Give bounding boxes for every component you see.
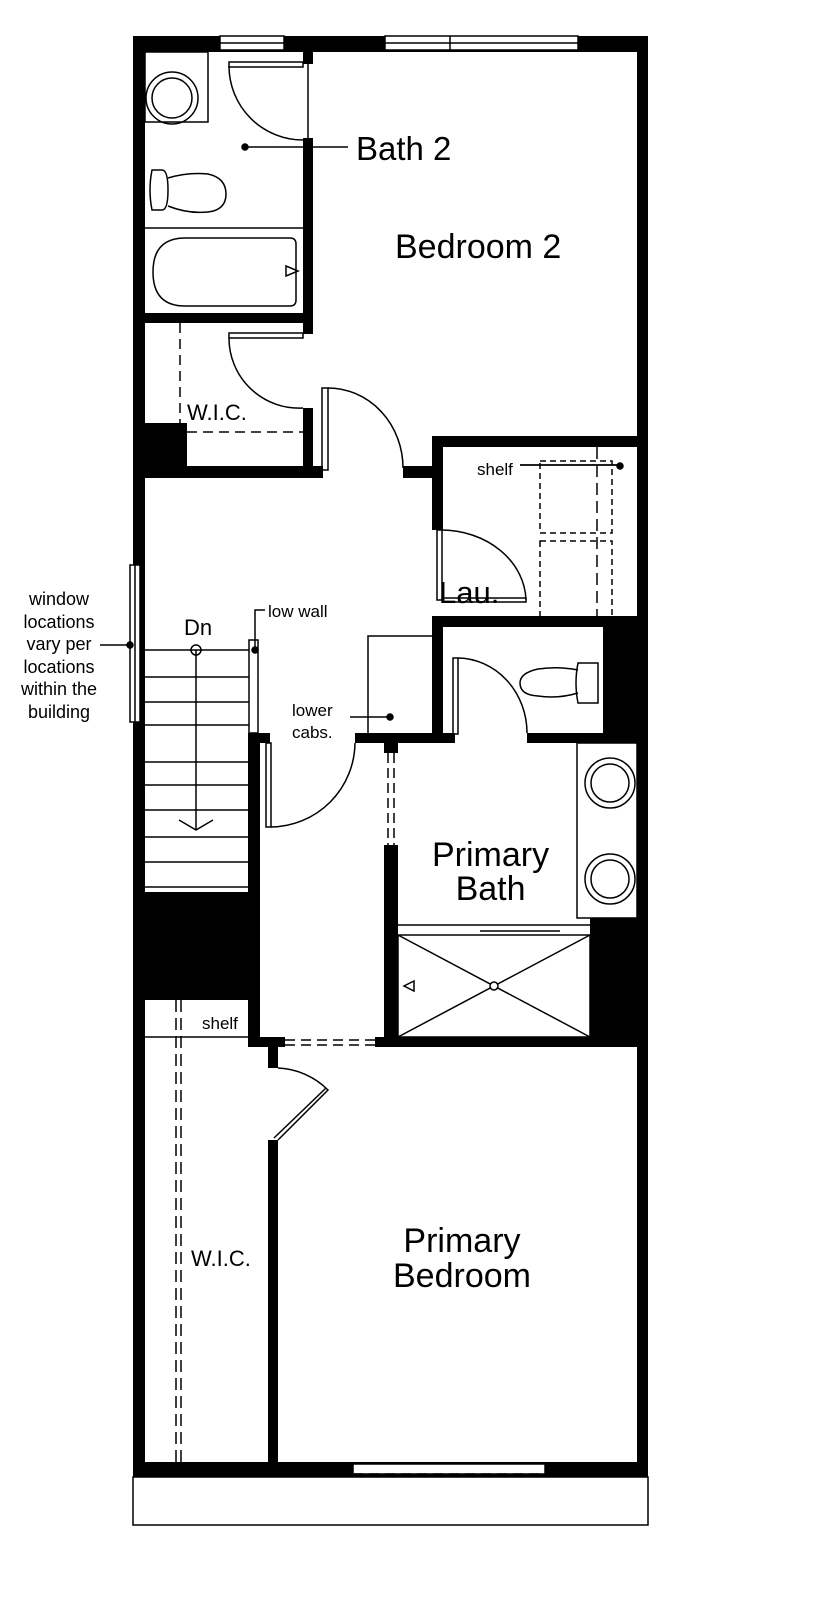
room-label-laundry: Lau. — [439, 575, 500, 610]
room-label-primary-bedroom: Primary Bedroom — [393, 1222, 531, 1295]
stair-treads — [145, 649, 249, 888]
annotation-wic-shelf: shelf — [202, 1014, 238, 1033]
room-label-bath-2: Bath 2 — [356, 130, 452, 167]
room-label-lower-wic: W.I.C. — [191, 1246, 251, 1271]
annotation-laundry-shelf: shelf — [477, 460, 513, 479]
annotation-window-note: window locations vary per locations with… — [20, 589, 98, 722]
room-label-upper-wic: W.I.C. — [187, 400, 247, 425]
room-label-primary-bath: Primary Bath — [432, 836, 550, 908]
annotation-stairs-down: Dn — [184, 615, 213, 640]
fixtures — [132, 51, 649, 1526]
leader-lines — [100, 143, 624, 721]
annotation-low-wall: low wall — [268, 602, 328, 621]
annotation-lower-cabs: lower cabs. — [292, 701, 333, 742]
room-label-bedroom-2: Bedroom 2 — [395, 228, 562, 266]
